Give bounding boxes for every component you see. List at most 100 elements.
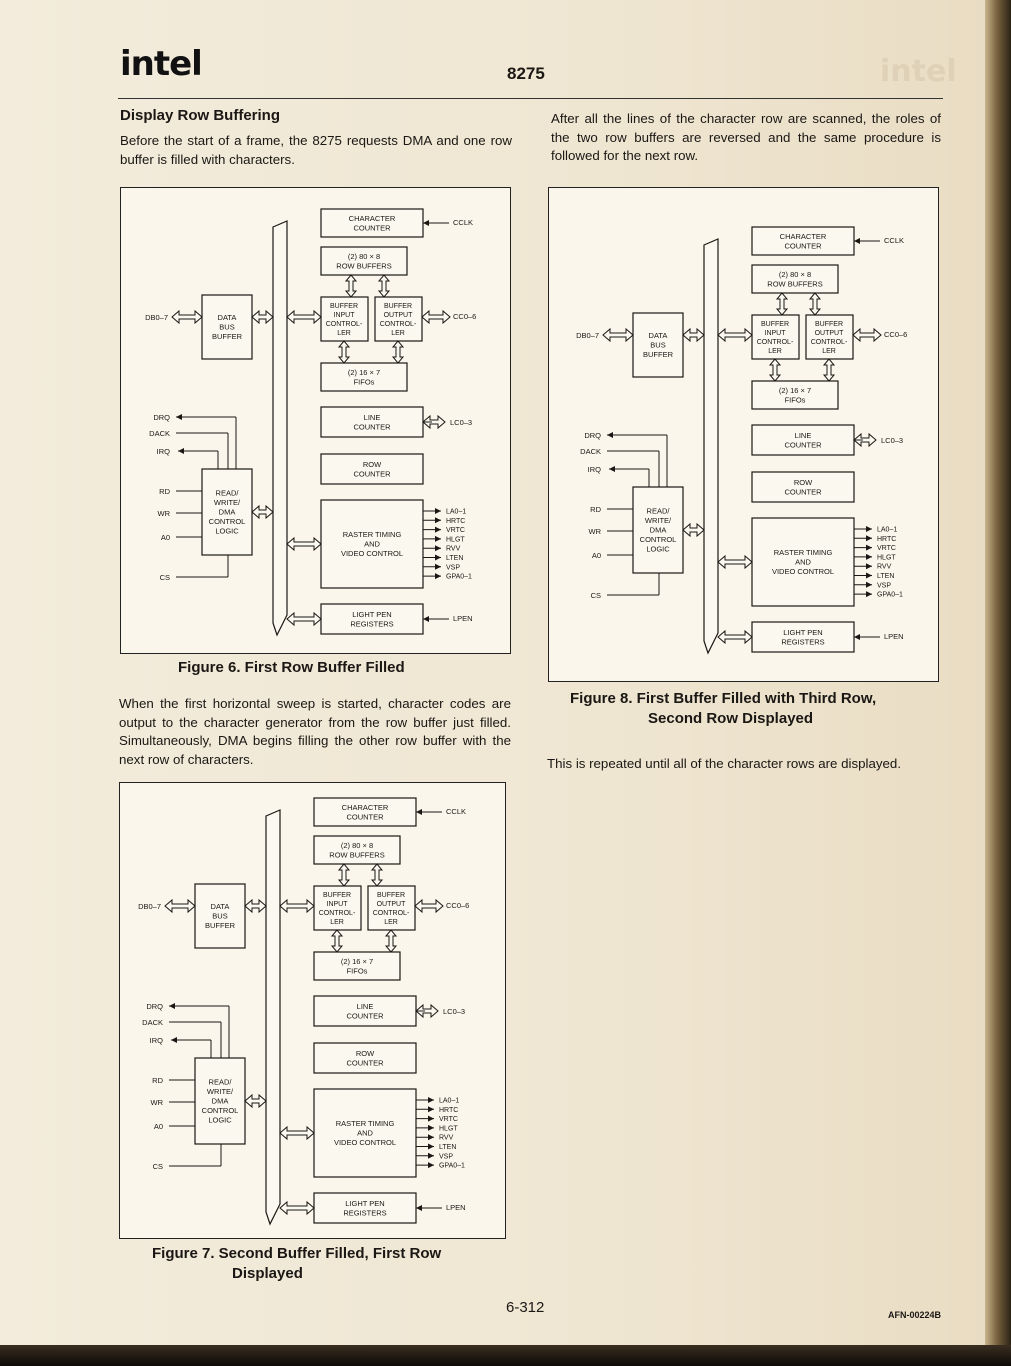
cs-label: CS: [591, 591, 601, 600]
read-write-dma-box: [201, 468, 253, 556]
fifos-text: (2) 16 × 7: [341, 957, 373, 966]
cclk-label: CCLK: [453, 218, 473, 227]
dma-to-bus: [251, 504, 274, 520]
a0-label: A0: [592, 551, 601, 560]
bus-to-buffer-input: [279, 898, 315, 914]
data-bus-buffer-text: DATA: [649, 331, 668, 340]
raster-output-arrow-head: [435, 526, 441, 533]
raster-timing-text: VIDEO CONTROL: [772, 567, 834, 576]
buffer-input-text: LER: [768, 348, 782, 355]
raster-output-arrow-head: [435, 517, 441, 524]
raster-output-label: HLGT: [877, 554, 896, 561]
row-counter-text: ROW: [356, 1049, 375, 1058]
raster-timing-text: RASTER TIMING: [336, 1119, 395, 1128]
figure-7-caption-line2: Displayed: [232, 1265, 303, 1282]
line-counter-box: [320, 406, 424, 438]
raster-output-arrow-head: [866, 581, 872, 588]
drq-arrow-head: [169, 1003, 175, 1009]
internal-bus: [265, 809, 281, 1226]
read-write-dma-text: LOGIC: [646, 545, 670, 554]
lc-output-arrow: [422, 414, 446, 430]
light-pen-text: REGISTERS: [343, 1208, 386, 1217]
cc-output-arrow: [852, 327, 882, 343]
cs-label: CS: [160, 573, 170, 582]
raster-output-arrow-head: [866, 572, 872, 579]
line-counter-text: COUNTER: [353, 422, 391, 431]
rd-label: RD: [152, 1076, 163, 1085]
raster-timing-text: RASTER TIMING: [343, 530, 402, 539]
cs-label: CS: [153, 1162, 163, 1171]
read-write-dma-text: LOGIC: [208, 1116, 232, 1125]
drq-label: DRQ: [153, 413, 170, 422]
intel-logo: intel: [120, 44, 203, 84]
figure-7-frame: [119, 782, 506, 1239]
character-counter-box: [320, 208, 424, 238]
row-buffers-text: (2) 80 × 8: [348, 252, 380, 261]
read-write-dma-text: READ/: [647, 507, 671, 516]
row-buffers-box: [751, 264, 839, 294]
fifos-text: (2) 16 × 7: [348, 368, 380, 377]
light-pen-text: REGISTERS: [781, 637, 824, 646]
raster-output-label: GPA0–1: [446, 574, 472, 581]
figure-6-caption: Figure 6. First Row Buffer Filled: [178, 659, 405, 676]
raster-output-label: RVV: [439, 1135, 454, 1142]
row-counter-box: [313, 1042, 417, 1074]
row-buffers-text: ROW BUFFERS: [336, 261, 391, 270]
row-buffer-output-link: [377, 274, 391, 298]
buffer-output-text: BUFFER: [377, 892, 405, 899]
intro-paragraph: Before the start of a frame, the 8275 re…: [120, 133, 512, 167]
lpen-label: LPEN: [453, 614, 473, 623]
raster-output-label: VSP: [877, 582, 891, 589]
figure-7-caption-line1: Figure 7. Second Buffer Filled, First Ro…: [152, 1245, 442, 1262]
irq-arrow-head: [171, 1037, 177, 1043]
raster-timing-box: [751, 517, 855, 607]
data-bus-buffer-text: BUFFER: [205, 921, 236, 930]
lpen-arrow-head: [416, 1205, 422, 1211]
a0-label: A0: [154, 1122, 163, 1131]
dack-label: DACK: [580, 447, 601, 456]
data-bus-buffer-text: DATA: [218, 313, 237, 322]
raster-output-arrow-head: [435, 545, 441, 552]
raster-output-arrow-head: [435, 573, 441, 580]
buffer-to-bus: [251, 309, 274, 325]
raster-output-label: LA0–1: [877, 527, 897, 534]
read-write-dma-text: WRITE/: [214, 498, 241, 507]
lpen-label: LPEN: [446, 1203, 466, 1212]
fifos-text: (2) 16 × 7: [779, 386, 811, 395]
raster-output-label: HRTC: [446, 518, 465, 525]
db-arrow: [171, 309, 203, 325]
raster-output-label: LA0–1: [446, 509, 466, 516]
input-to-fifo-link: [330, 929, 344, 953]
buffer-input-text: INPUT: [334, 312, 356, 319]
cclk-arrow-head: [416, 809, 422, 815]
buffer-input-text: BUFFER: [330, 303, 358, 310]
raster-timing-text: AND: [795, 558, 811, 567]
raster-output-label: RVV: [877, 564, 892, 571]
bus-to-buffer-input: [717, 327, 753, 343]
page-bottom-edge: [0, 1345, 1011, 1366]
buffer-output-text: CONTROL-: [811, 339, 848, 346]
raster-output-arrow-head: [866, 563, 872, 570]
raster-output-label: LA0–1: [439, 1098, 459, 1105]
bus-to-raster: [717, 554, 753, 570]
buffer-output-text: CONTROL-: [380, 321, 417, 328]
raster-output-label: GPA0–1: [877, 592, 903, 599]
raster-timing-text: AND: [357, 1129, 373, 1138]
db-label: DB0–7: [576, 331, 599, 340]
raster-output-arrow-head: [428, 1097, 434, 1103]
buffer-input-text: BUFFER: [323, 892, 351, 899]
raster-output-label: LTEN: [439, 1144, 456, 1151]
raster-output-label: GPA0–1: [439, 1163, 465, 1170]
db-label: DB0–7: [145, 313, 168, 322]
read-write-dma-text: CONTROL: [209, 517, 246, 526]
cc-output-arrow: [421, 309, 451, 325]
internal-bus: [272, 220, 288, 637]
character-counter-box: [313, 797, 417, 827]
read-write-dma-text: WRITE/: [645, 516, 672, 525]
buffer-output-box: [374, 296, 423, 342]
document-code: AFN-00224B: [888, 1310, 942, 1320]
cclk-label: CCLK: [884, 236, 904, 245]
raster-timing-text: VIDEO CONTROL: [341, 549, 403, 558]
raster-output-arrow-head: [435, 554, 441, 561]
